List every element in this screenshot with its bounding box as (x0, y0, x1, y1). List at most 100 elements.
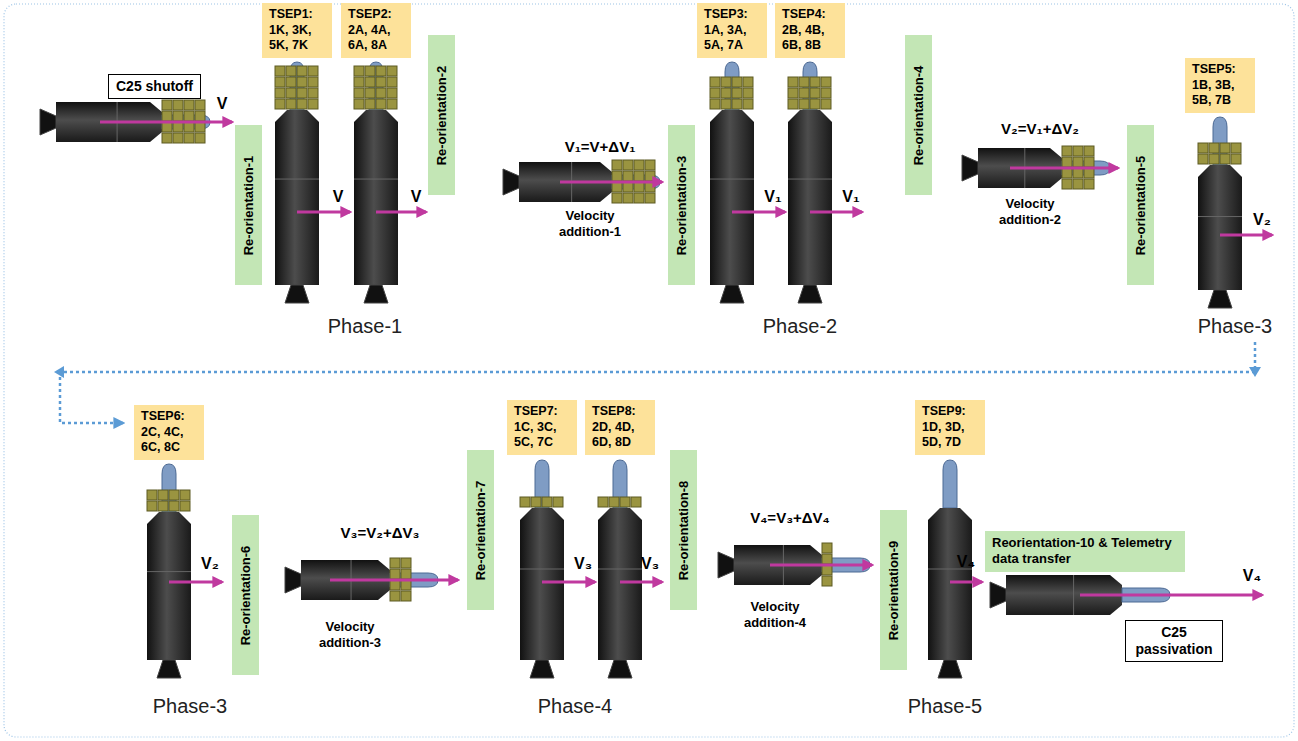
satellite (286, 77, 296, 87)
adapter (275, 110, 319, 122)
satellite (376, 99, 386, 109)
body-joint (520, 569, 564, 570)
nozzle (503, 169, 519, 195)
stage-body (275, 122, 319, 285)
satellite (173, 111, 183, 121)
nozzle (608, 660, 632, 678)
satellite (354, 66, 364, 76)
phase-label: Phase-5 (908, 695, 983, 718)
reorientation-box: Re-orientation-3 (668, 125, 695, 285)
velocity-arrow (620, 581, 662, 584)
velocity-label: V (333, 188, 344, 206)
phase-label: Phase-2 (763, 315, 838, 338)
satellite (308, 88, 318, 98)
node-text: TSEP9: 1D, 3D, 5D, 7D (922, 404, 978, 451)
nozzle (1208, 290, 1232, 308)
nozzle (720, 285, 744, 303)
velocity-equation: V₄=V₃+ΔV₄ (750, 509, 830, 526)
satellite (173, 100, 183, 110)
satellite (1062, 157, 1072, 167)
velocity-label: V (411, 188, 422, 206)
dispenser-cone (943, 460, 957, 508)
satellite (297, 77, 307, 87)
satellite (390, 558, 400, 568)
satellite (184, 133, 194, 143)
velocity-arrow (100, 121, 232, 124)
satellite (743, 77, 753, 87)
node-text: TSEP2: 2A, 4A, 6A, 8A (348, 7, 404, 54)
velocity-arrow (376, 211, 426, 214)
separation-box: TSEP3: 1A, 3A, 5A, 7A (697, 3, 767, 58)
node-text: Re-orientation-9 (886, 540, 901, 640)
satellite (169, 501, 179, 511)
separation-box: TSEP6: 2C, 4C, 6C, 8C (134, 405, 204, 460)
satellite (297, 88, 307, 98)
rocket-vertical (710, 62, 754, 303)
separation-box: TSEP4: 2B, 4B, 6B, 8B (775, 3, 845, 58)
adapter (1198, 165, 1242, 177)
satellite (531, 497, 541, 507)
frame (4, 4, 1294, 737)
node-text: Re-orientation-1 (241, 155, 256, 255)
satellite (308, 66, 318, 76)
satellite (822, 543, 832, 553)
satellite (180, 501, 190, 511)
illustration-part (60, 342, 1255, 423)
body-joint (354, 179, 398, 180)
nozzle (990, 582, 1006, 608)
velocity-label: V₁ (842, 188, 859, 206)
phase-label: Phase-1 (328, 315, 403, 338)
satellite (376, 88, 386, 98)
velocity-arrow (297, 211, 350, 214)
satellite (365, 99, 375, 109)
satellite (721, 77, 731, 87)
satellite (184, 111, 194, 121)
node-text: TSEP5: 1B, 3B, 5B, 7B (1192, 62, 1248, 109)
satellite (710, 77, 720, 87)
node-text: TSEP7: 1C, 3C, 5C, 7C (514, 404, 570, 451)
satellite (286, 66, 296, 76)
velocity-label: V₃ (641, 555, 659, 573)
satellite (810, 77, 820, 87)
satellite (1062, 146, 1072, 156)
step-label: Velocity addition-2 (985, 196, 1075, 227)
nozzle (530, 660, 554, 678)
velocity-arrow (1220, 234, 1272, 237)
satellite (612, 160, 622, 170)
satellite (169, 490, 179, 500)
satellite (609, 497, 619, 507)
velocity-label: V₁ (764, 188, 781, 206)
satellite (401, 591, 411, 601)
satellite (387, 99, 397, 109)
satellite (354, 99, 364, 109)
nozzle (798, 285, 822, 303)
rocket-vertical (1198, 117, 1242, 308)
velocity-arrow (169, 581, 222, 584)
satellite (634, 193, 644, 203)
nozzle (938, 660, 962, 678)
node-text: Re-orientation-6 (238, 545, 253, 645)
illustration-part (54, 366, 64, 378)
satellite (390, 569, 400, 579)
body-joint (710, 179, 754, 180)
velocity-arrow (1010, 167, 1118, 170)
satellite (297, 99, 307, 109)
velocity-label: V₄ (957, 553, 975, 571)
node-text: TSEP1: 1K, 3K, 5K, 7K (269, 7, 325, 54)
stage-body (354, 122, 398, 285)
satellite (1220, 154, 1230, 164)
step-label: Velocity addition-3 (305, 619, 395, 650)
satellite (180, 490, 190, 500)
satellite (620, 497, 630, 507)
velocity-label: V₃ (574, 555, 592, 573)
adapter (710, 110, 754, 122)
satellite (645, 193, 655, 203)
rocket-vertical (788, 62, 832, 303)
satellite (799, 77, 809, 87)
satellite (1062, 179, 1072, 189)
nozzle (285, 567, 301, 593)
node-text: TSEP8: 2D, 4D, 6D, 8D (592, 404, 648, 451)
reorientation-box: Re-orientation-2 (428, 35, 455, 195)
node-text: C25 shutoff (115, 78, 194, 95)
satellite (645, 160, 655, 170)
